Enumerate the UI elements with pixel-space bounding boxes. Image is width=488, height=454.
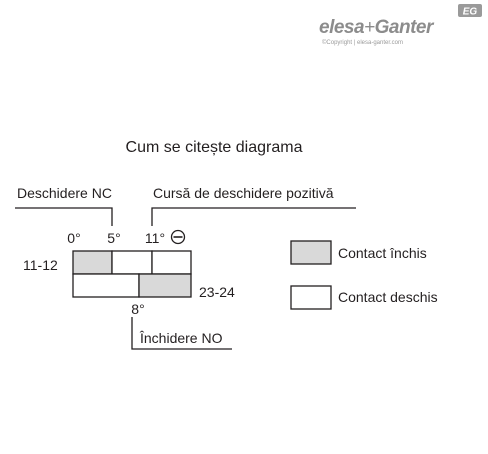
arrow-circle-icon: [170, 229, 186, 245]
callout-line-open-nc: [15, 207, 113, 226]
elesa-ganter-logo: elesa+Ganter EG ©Copyright | elesa-gante…: [319, 4, 482, 46]
label-positive-stroke: Cursă de deschidere pozitivă: [153, 185, 334, 201]
contact-row-23-24: [72, 273, 192, 298]
angle-label-8: 8°: [131, 301, 144, 317]
logo-copyright: ©Copyright | elesa-ganter.com: [322, 39, 403, 46]
row-label-11-12: 11-12: [23, 257, 58, 273]
angle-label-11: 11°: [145, 230, 165, 246]
contact-segment-closed: [72, 250, 113, 275]
callout-line-positive-stroke: [151, 207, 356, 226]
angle-label-0: 0°: [67, 230, 80, 246]
logo-badge-text: EG: [463, 7, 478, 18]
diagram-title: Cum se citește diagrama: [126, 139, 303, 156]
angle-label-5: 5°: [107, 230, 120, 246]
label-open-nc: Deschidere NC: [17, 185, 112, 201]
legend: Contact închis Contact deschis: [290, 240, 438, 310]
contact-segment-open: [111, 250, 153, 275]
legend-label-open: Contact deschis: [338, 289, 438, 305]
row-label-23-24: 23-24: [199, 284, 235, 300]
contact-segment-closed: [138, 273, 192, 298]
legend-swatch-open: [290, 285, 332, 310]
legend-swatch-closed: [290, 240, 332, 265]
contact-segment-open: [151, 250, 192, 275]
callout-line-close-no: [131, 317, 232, 350]
logo-brand: elesa+Ganter: [319, 17, 435, 38]
label-close-no: Închidere NO: [139, 330, 223, 346]
logo-badge: [458, 4, 482, 17]
contact-segment-open: [72, 273, 140, 298]
contact-row-11-12: [72, 250, 192, 275]
legend-label-closed: Contact închis: [338, 245, 427, 261]
